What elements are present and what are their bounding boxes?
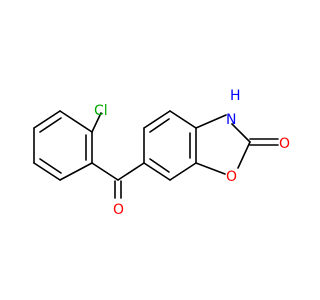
ring-oxygen-label: O bbox=[226, 169, 237, 185]
benzoxazole-benzene-ring bbox=[143, 110, 197, 181]
aryl-carbonyl-bond bbox=[91, 162, 119, 181]
chlorophenyl-ring bbox=[33, 110, 93, 181]
carbonyl-benzoxazole-bond bbox=[117, 162, 145, 181]
c-cl-bond bbox=[91, 112, 102, 133]
molecule-diagram: Cl O H N O O bbox=[33, 88, 290, 218]
oxazolone-ring bbox=[195, 114, 251, 175]
ketone-oxygen-label: O bbox=[279, 136, 290, 152]
nitrogen-hydrogen-label: H bbox=[230, 88, 241, 104]
nitrogen-atom-label: N bbox=[226, 112, 236, 128]
carbonyl-oxygen-label: O bbox=[113, 202, 124, 218]
chlorine-atom-label: Cl bbox=[94, 103, 108, 119]
structure-canvas: Cl O H N O O bbox=[33, 88, 290, 218]
